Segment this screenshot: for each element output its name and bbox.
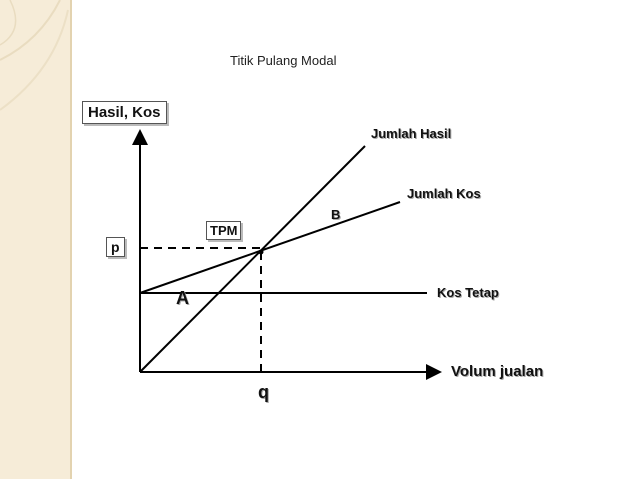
price-label: p xyxy=(106,237,125,257)
decorative-side-band xyxy=(0,0,72,479)
fixed-cost-label: Kos Tetap xyxy=(437,285,499,300)
region-b-label: B xyxy=(331,207,341,222)
break-even-point xyxy=(258,249,264,255)
decorative-swirl xyxy=(0,0,69,111)
diagram-title: Titik Pulang Modal xyxy=(230,53,337,68)
quantity-label: q xyxy=(258,382,269,402)
total-cost-line xyxy=(139,201,401,294)
region-a-label: A xyxy=(176,288,189,308)
total-cost-label: Jumlah Kos xyxy=(407,186,481,201)
total-revenue-label: Jumlah Hasil xyxy=(371,126,452,141)
y-axis-label: Hasil, Kos xyxy=(82,101,167,124)
break-even-label: TPM xyxy=(206,221,242,240)
x-axis-label: Volum jualan xyxy=(451,363,544,380)
total-revenue-line xyxy=(139,145,366,373)
